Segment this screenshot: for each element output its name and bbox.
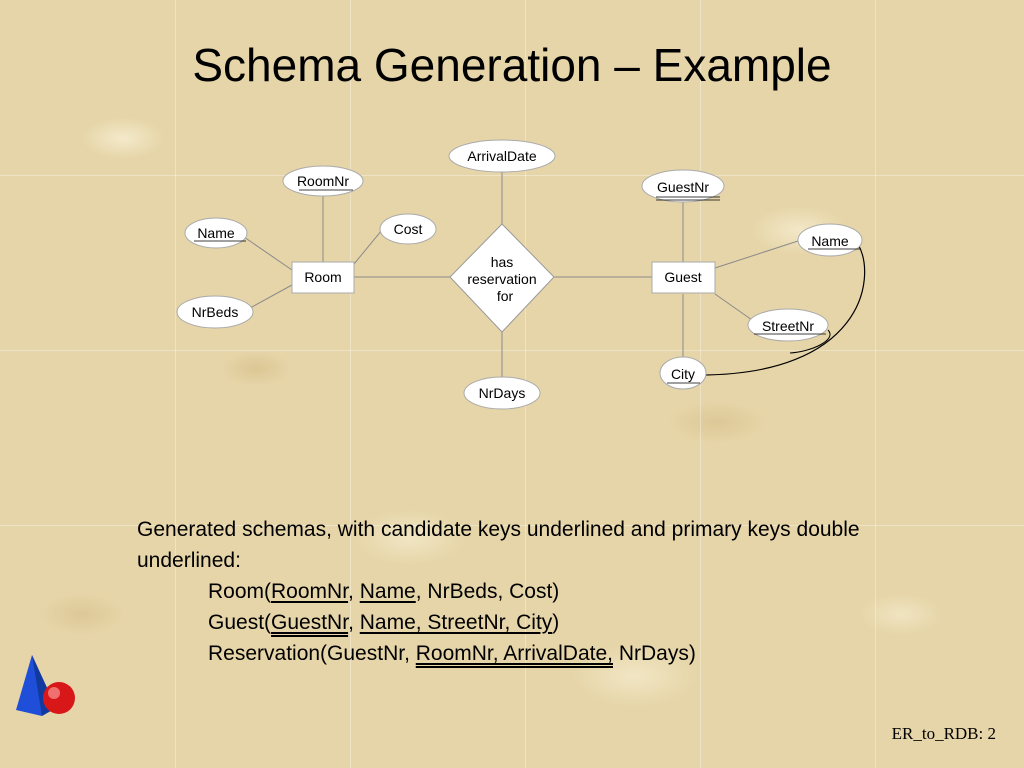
connector-line: [353, 229, 383, 265]
primary-key-guest-nr: GuestNr: [271, 611, 349, 634]
attribute-cost: Cost: [379, 213, 437, 245]
separator: ,: [348, 580, 360, 603]
candidate-key-name-street-city: Name, StreetNr, City: [359, 611, 553, 634]
relationship-label: for: [497, 288, 514, 304]
schema-guest: Guest(GuestNr, Name, StreetNr, City): [137, 607, 957, 638]
relationship-label: reservation: [467, 271, 536, 287]
candidate-key-room-nr: RoomNr: [271, 580, 349, 603]
attribute-room-name: Name: [184, 217, 248, 249]
connector-line: [714, 293, 753, 321]
attribute-nr-beds: NrBeds: [176, 295, 254, 329]
texture-seam: [175, 0, 176, 768]
schema-guest-name: Guest(: [208, 611, 272, 634]
candidate-key-name: Name: [359, 580, 416, 603]
attribute-label: City: [671, 366, 695, 382]
attribute-label: Name: [811, 233, 849, 249]
schema-description: Generated schemas, with candidate keys u…: [137, 514, 957, 669]
separator: ,: [348, 611, 360, 634]
attribute-ellipse: [282, 165, 364, 197]
texture-seam: [0, 350, 1024, 351]
attribute-ellipse: [641, 169, 725, 203]
attribute-ellipse: [797, 223, 863, 257]
attribute-label: RoomNr: [297, 173, 349, 189]
connector-line: [243, 236, 293, 271]
attribute-label: Name: [197, 225, 235, 241]
entity-label: Room: [304, 269, 341, 285]
entity-box: [291, 261, 355, 294]
connector-line: [714, 240, 799, 269]
attribute-label: GuestNr: [657, 179, 709, 195]
attribute-guest-name: Name: [797, 223, 863, 257]
slide-footer: ER_to_RDB: 2: [891, 724, 996, 743]
attribute-room-nr: RoomNr: [282, 165, 364, 197]
texture-seam: [875, 0, 876, 768]
schema-reservation: Reservation(GuestNr, RoomNr, ArrivalDate…: [137, 638, 957, 669]
schema-room-rest: , NrBeds, Cost): [415, 580, 560, 603]
attribute-city: City: [659, 356, 707, 390]
attribute-ellipse: [379, 213, 437, 245]
texture-seam: [0, 175, 1024, 176]
relationship-has-reservation-for: has reservation for: [449, 223, 555, 333]
primary-key-room-nr-arrival-date: RoomNr, ArrivalDate,: [415, 642, 613, 665]
red-sphere-highlight: [48, 687, 60, 699]
schema-intro: Generated schemas, with candidate keys u…: [137, 518, 860, 572]
attribute-ellipse: [176, 295, 254, 329]
entity-guest: Guest: [651, 261, 716, 294]
attribute-label: StreetNr: [762, 318, 814, 334]
attribute-label: Cost: [394, 221, 423, 237]
relationship-diamond: [449, 223, 555, 333]
attribute-ellipse: [463, 376, 541, 410]
relationship-label: has: [491, 254, 514, 270]
logo-shapes-icon: [16, 655, 75, 716]
texture-seam: [350, 0, 351, 768]
entity-label: Guest: [664, 269, 701, 285]
schema-room-name: Room(: [208, 580, 272, 603]
connector-line: [249, 284, 293, 309]
schema-reservation-rest: NrDays): [612, 642, 696, 665]
schema-guest-rest: ): [552, 611, 560, 634]
schema-reservation-name: Reservation(GuestNr,: [208, 642, 416, 665]
attribute-label: NrBeds: [192, 304, 239, 320]
attribute-nr-days: NrDays: [463, 376, 541, 410]
entity-box: [651, 261, 716, 294]
attribute-street-nr: StreetNr: [747, 308, 829, 342]
attribute-label: NrDays: [479, 385, 526, 401]
attribute-ellipse: [747, 308, 829, 342]
attribute-ellipse: [448, 139, 556, 173]
entity-room: Room: [291, 261, 355, 294]
candidate-key-group-curve: [699, 243, 866, 376]
connector-lines: [243, 172, 799, 378]
red-sphere-shape: [43, 682, 75, 714]
attribute-ellipse: [659, 356, 707, 390]
attribute-guest-nr: GuestNr: [641, 169, 725, 203]
attribute-arrival-date: ArrivalDate: [448, 139, 556, 173]
slide-title: Schema Generation – Example: [192, 39, 832, 91]
attribute-ellipse: [184, 217, 248, 249]
er-diagram: has reservation for Room Guest RoomNr Na…: [176, 139, 866, 410]
attribute-label: ArrivalDate: [467, 148, 536, 164]
candidate-key-group-curve: [789, 329, 831, 354]
schema-room: Room(RoomNr, Name, NrBeds, Cost): [137, 576, 957, 607]
texture-seam: [0, 525, 1024, 526]
